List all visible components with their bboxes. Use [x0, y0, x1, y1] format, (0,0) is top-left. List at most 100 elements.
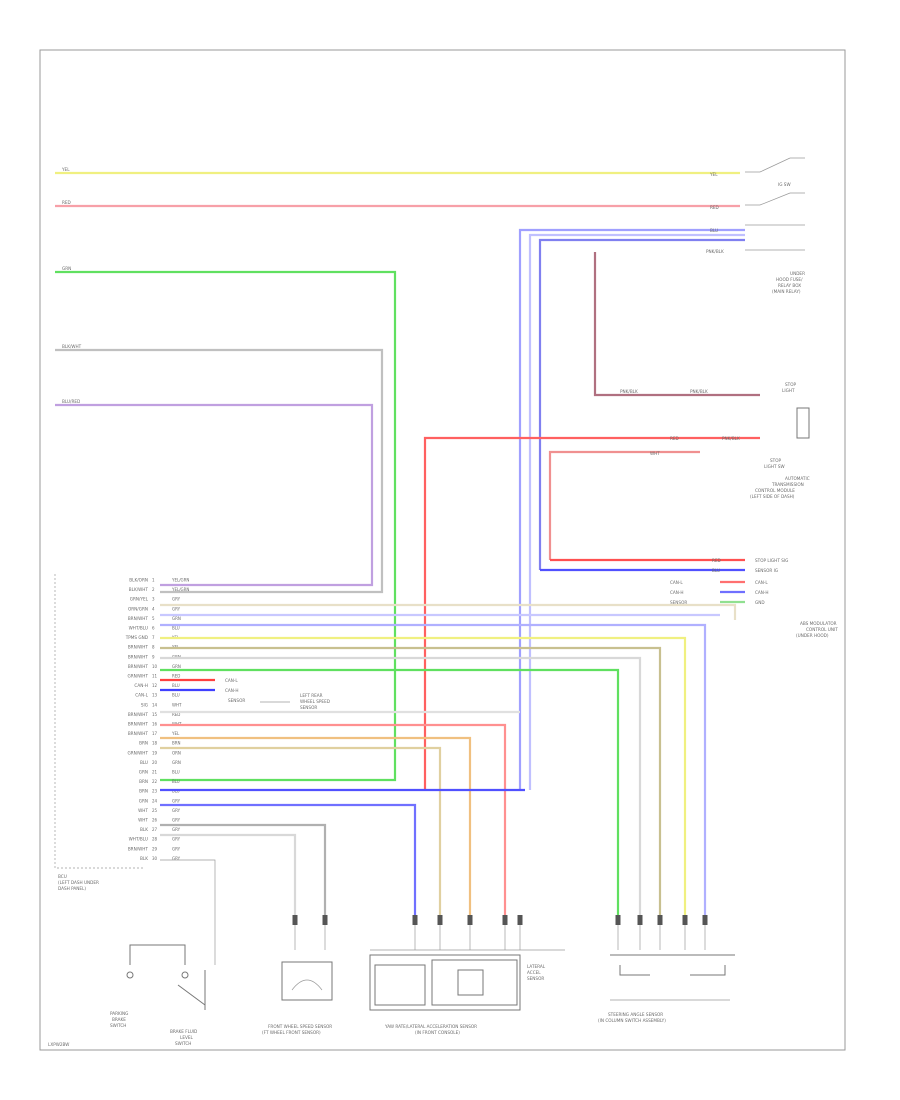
harness-module-line-1: BCU	[58, 874, 67, 879]
harness-color-1: YEL/GRN	[171, 578, 189, 583]
brake-fluid-line-3: SWITCH	[175, 1041, 191, 1046]
harness-color-26: GRY	[172, 818, 181, 823]
harness-pin-30: 30	[152, 856, 158, 861]
ecm-pin-3: PNK/BLK	[722, 436, 740, 441]
harness-label-30: BLK	[140, 856, 148, 861]
diagram-frame	[39, 49, 846, 1051]
stop-pin-2: PNK/BLK	[690, 389, 708, 394]
harness-label-2: BLK/WHT	[129, 587, 149, 592]
harness-label-17: BRN/WHT	[128, 731, 149, 736]
harness-label-13: CAN-L	[135, 693, 148, 698]
harness-color-30: GRY	[172, 856, 181, 861]
ecm-line-4: (LEFT SIDE OF DASH)	[750, 494, 795, 499]
harness-color-19: ORN	[172, 750, 181, 755]
harness-pin-28: 28	[152, 837, 158, 842]
harness-pin-3: 3	[152, 597, 155, 602]
parking-line-2: BRAKE	[112, 1017, 126, 1022]
harness-pin-18: 18	[152, 741, 158, 746]
stop-label-1: STOP	[785, 382, 797, 387]
parking-node-1	[126, 971, 134, 979]
switch2-line-2: LIGHT SW	[764, 464, 785, 469]
harness-frame	[54, 574, 145, 869]
parking-loop	[129, 944, 186, 965]
harness-label-1: BLK/ORN	[129, 578, 148, 583]
parking-node-2	[181, 971, 189, 979]
can-pin-3: CAN-L	[755, 580, 768, 585]
harness-color-5: GRN	[172, 616, 181, 621]
harness-pin-12: 12	[152, 683, 158, 688]
ignition-switch: IG SW	[745, 157, 805, 251]
wheel-speed-line-2: (FT WHEEL FRONT SENSOR)	[262, 1030, 321, 1035]
harness-pin-13: 13	[152, 693, 158, 698]
harness-label-12: CAN-H	[134, 683, 148, 688]
harness-pin-26: 26	[152, 818, 158, 823]
harness-module-line-3: DASH PANEL)	[58, 886, 86, 891]
abs-line-2: CONTROL UNIT	[806, 627, 838, 632]
steering-line-2: (IN COLUMN SWITCH ASSEMBLY)	[598, 1018, 666, 1023]
harness-pin-29: 29	[152, 846, 158, 851]
harness-pin-8: 8	[152, 645, 155, 650]
harness-color-11: RED	[172, 674, 180, 679]
harness-color-17: YEL	[171, 731, 180, 736]
stop-light-wire: PNK/BLK PNK/BLK STOP LIGHT STOP LIGHT SW	[593, 252, 810, 469]
steering-sensor	[610, 954, 735, 976]
fuse-box-line-4: (MAIN RELAY)	[772, 289, 801, 294]
harness-label-18: BRN	[139, 741, 148, 746]
harness-pin-24: 24	[152, 798, 158, 803]
harness-wires	[160, 603, 737, 965]
harness-color-2: YEL/GRN	[171, 587, 189, 592]
lat-tag-1: LATERAL	[527, 964, 546, 969]
can-pin-2: SENSOR IG	[755, 568, 778, 573]
harness-label-3: GRN/YEL	[130, 597, 149, 602]
harness-label-10: BRN/WHT	[128, 664, 149, 669]
harness-color-12: BLU	[172, 683, 180, 688]
purple-wire-label: BLU/RED	[62, 399, 80, 404]
harness-color-14: WHT	[172, 702, 182, 707]
harness-color-3: GRY	[172, 597, 181, 602]
can-pre-1: CAN-L	[670, 580, 683, 585]
harness-pin-7: 7	[152, 635, 155, 640]
brake-switch-symbol	[177, 970, 206, 1010]
ecm-line-1: AUTOMATIC	[785, 476, 810, 481]
harness-label-25: WHT	[138, 808, 148, 813]
harness-color-21: BLU	[172, 770, 180, 775]
abs-line-1: ABS MODULATOR	[800, 621, 837, 626]
harness-pin-17: 17	[152, 731, 158, 736]
harness-label-14: SIG	[141, 702, 148, 707]
top-wire-label-2: RED	[62, 200, 71, 205]
bottom-components: LATERAL ACCEL SENSOR YAW RATE/LATERAL AC…	[110, 944, 735, 1046]
top-wire-end-2: RED	[710, 205, 719, 210]
can-pin-4: CAN-H	[755, 590, 769, 595]
harness-label-8: BRN/WHT	[128, 645, 149, 650]
brake-fluid-line-1: BRAKE FLUID	[170, 1029, 197, 1034]
harness-module-line-2: (LEFT DASH UNDER	[58, 880, 99, 885]
harness-label-11: GRN/WHT	[127, 674, 148, 679]
bottom-pin-5	[467, 915, 473, 925]
brake-fluid-line-2: LEVEL	[180, 1035, 193, 1040]
can-connector: STOP LIGHT SIG SENSOR IG CAN-L CAN-H GND…	[540, 558, 838, 638]
harness-color-9: GRN	[172, 654, 181, 659]
harness-label-15: BRN/WHT	[128, 712, 149, 717]
harness-color-22: BLU	[172, 779, 180, 784]
harness-pin-4: 4	[152, 606, 155, 611]
fuse-box-label: UNDER HOOD FUSE/ RELAY BOX (MAIN RELAY)	[772, 271, 805, 294]
stop-switch-box	[796, 407, 810, 439]
harness-color-18: BRN	[172, 741, 181, 746]
to-unit-line-1: LEFT REAR	[300, 693, 323, 698]
harness-color-6: BLU	[172, 626, 180, 631]
harness-label-28: WHT/BLU	[129, 837, 148, 842]
harness-label-22: BRN	[139, 779, 148, 784]
harness-color-27: GRY	[172, 827, 181, 832]
harness-color-25: GRY	[172, 808, 181, 813]
yaw-sub-box-1	[374, 964, 426, 1006]
junction-label-3: SENSOR	[228, 698, 245, 703]
bottom-pin-3	[412, 915, 418, 925]
green-wire-label: GRN	[62, 266, 71, 271]
harness-pin-11: 11	[152, 674, 158, 679]
yaw-element	[457, 969, 484, 996]
harness-pin-9: 9	[152, 654, 155, 659]
switch2-line-1: STOP	[770, 458, 782, 463]
bottom-pin-12	[702, 915, 708, 925]
